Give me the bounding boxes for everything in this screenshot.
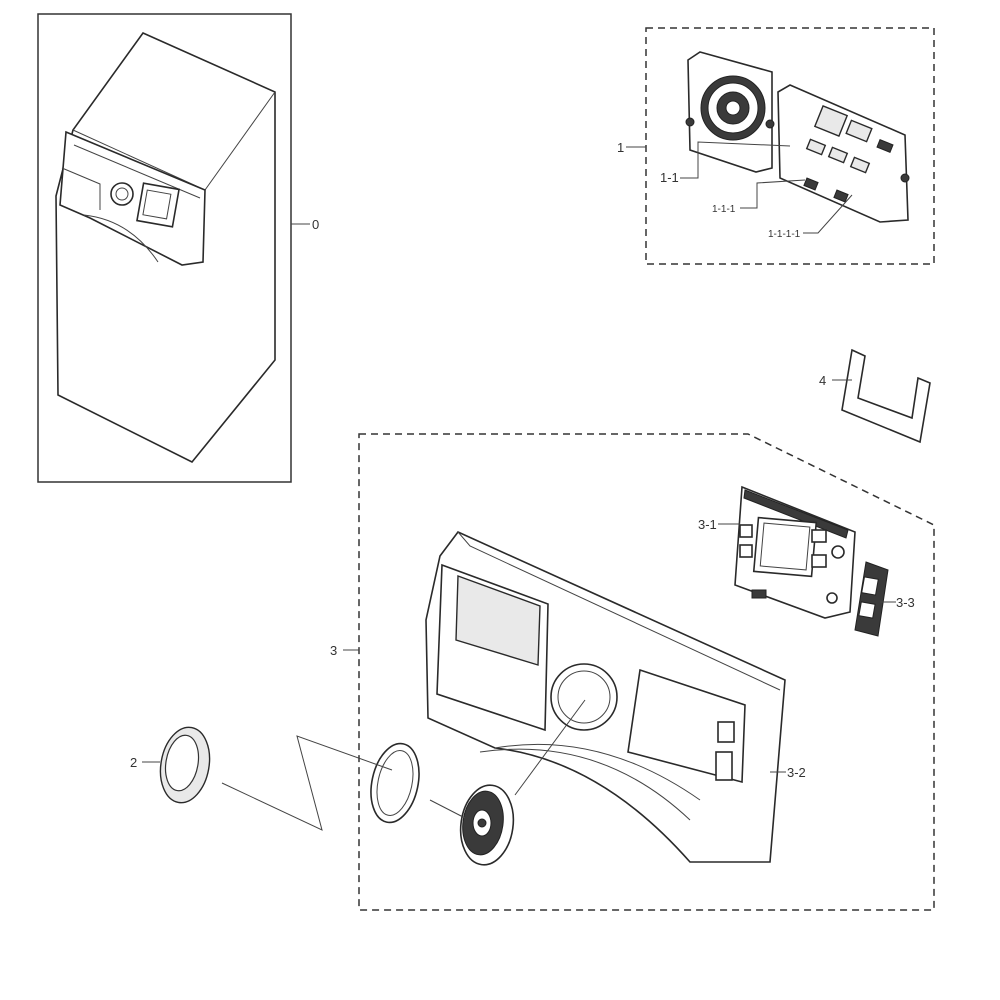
part-3-1-display-module [734, 485, 856, 619]
label-1-1: 1-1 [660, 170, 679, 185]
part-0-group: 0 [37, 13, 319, 483]
label-0: 0 [312, 217, 319, 232]
part-1-1-1-display-pcb [777, 84, 910, 223]
part-0-frame [37, 13, 292, 483]
part-3-dashed-frame [358, 433, 935, 911]
label-1: 1 [617, 140, 624, 155]
part-3-group: 3 3-2 [221, 433, 935, 911]
label-3-3: 3-3 [896, 595, 915, 610]
part-1-group: 1 1-1 1-1-1 1-1-1-1 [617, 27, 935, 265]
label-3-1: 3-1 [698, 517, 717, 532]
label-4: 4 [819, 373, 826, 388]
part-3-2-control-panel [425, 531, 786, 863]
part-4-bracket [841, 348, 931, 444]
label-3: 3 [330, 643, 337, 658]
part-ring-small [370, 742, 420, 824]
part-1-1-rotary-pcb [685, 51, 775, 173]
part-3-3-small-bracket [854, 561, 889, 637]
label-1-1-1-1: 1-1-1-1 [768, 229, 801, 240]
part-2-group: 2 [130, 726, 211, 804]
part-1-dashed-frame [645, 27, 935, 265]
label-2: 2 [130, 755, 137, 770]
label-3-2: 3-2 [787, 765, 806, 780]
part-knob-assembly [459, 784, 515, 866]
part-4-group: 4 [819, 348, 931, 444]
part-0-washer-cabinet [55, 32, 276, 464]
label-1-1-1: 1-1-1 [712, 204, 736, 215]
